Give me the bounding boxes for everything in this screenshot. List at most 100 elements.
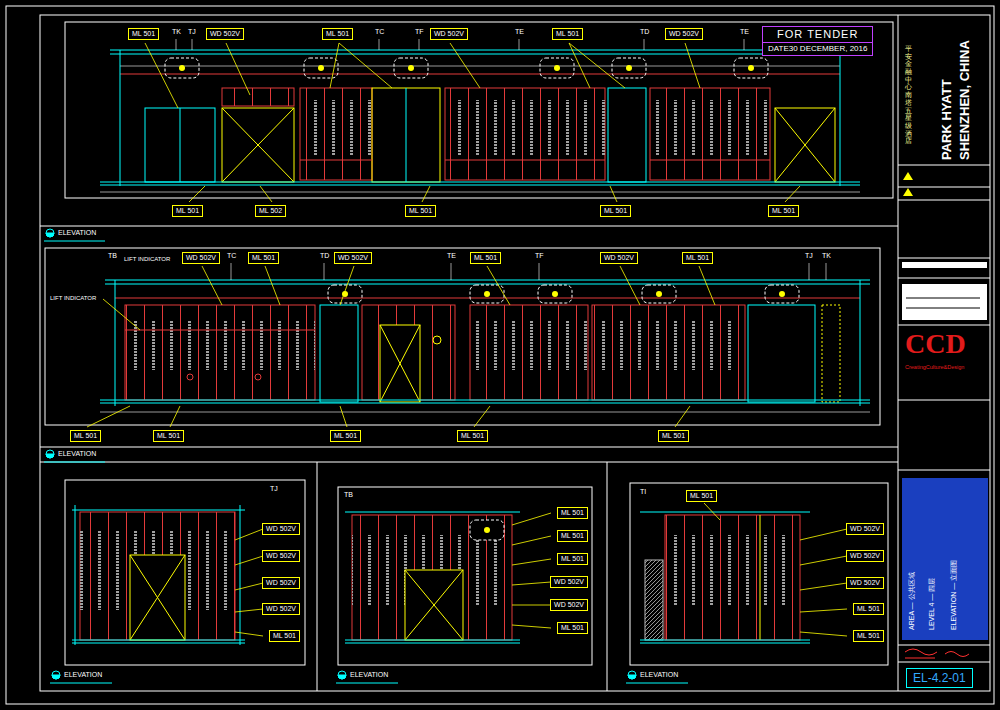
material-tag: WD 502V (846, 550, 884, 562)
grid-tag: TB (108, 252, 117, 260)
material-tag: WD 502V (334, 252, 372, 264)
elevation-1-drawing (100, 50, 860, 192)
bottom-elevations-drawing (72, 505, 810, 645)
material-tag: ML 501 (322, 28, 353, 40)
material-code: ML 502 (259, 207, 282, 215)
device-note: LIFT INDICATOR (124, 256, 170, 263)
material-tag: WD 502V (206, 28, 244, 40)
tender-date: DATE30 DECEMBER, 2016 (763, 43, 872, 55)
grid-tag: TC (375, 28, 384, 36)
material-code: WD 502V (266, 579, 296, 587)
material-tag: ML 501 (269, 630, 300, 642)
material-tag: WD 502V (600, 252, 638, 264)
tender-stamp: FOR TENDERDATE30 DECEMBER, 2016 (762, 26, 873, 56)
material-tag: ML 501 (557, 622, 588, 634)
grid-tag: TJ (270, 485, 278, 493)
material-code: ML 501 (857, 605, 880, 613)
material-code: ML 501 (461, 432, 484, 440)
material-code: WD 502V (338, 254, 368, 262)
project-name: SHENZHEN, CHINA (958, 40, 972, 160)
project-name: PARK HYATT (940, 79, 954, 160)
material-code: ML 501 (157, 432, 180, 440)
title-field: LEVEL 4 — 四层 (928, 578, 936, 630)
material-tag: ML 501 (600, 205, 631, 217)
grid-tag: TE (515, 28, 524, 36)
grid-tag: TK (822, 252, 831, 260)
material-code: WD 502V (266, 552, 296, 560)
material-tag: WD 502V (262, 523, 300, 535)
material-code: ML 501 (604, 207, 627, 215)
material-tag: ML 501 (686, 490, 717, 502)
grid-tag: TD (640, 28, 649, 36)
material-code: WD 502V (266, 525, 296, 533)
material-code: ML 501 (662, 432, 685, 440)
tender-title: FOR TENDER (763, 27, 872, 43)
grid-tag: TF (415, 28, 424, 36)
material-code: WD 502V (554, 601, 584, 609)
material-tag: ML 501 (557, 507, 588, 519)
elevation-markers (44, 229, 688, 683)
material-tag: ML 501 (853, 603, 884, 615)
grid-tag: TD (320, 252, 329, 260)
sheet-number: EL-4.2-01 (913, 671, 966, 685)
grid-tag: TJ (805, 252, 813, 260)
title-field: AREA — 公共区域 (908, 572, 916, 630)
material-code: ML 501 (772, 207, 795, 215)
material-tag: ML 501 (70, 430, 101, 442)
material-code: WD 502V (434, 30, 464, 38)
material-code: ML 501 (334, 432, 357, 440)
view-title: ELEVATION (350, 671, 388, 679)
material-tag: WD 502V (262, 603, 300, 615)
material-tag: ML 501 (457, 430, 488, 442)
leader-lines (87, 43, 847, 636)
title-block-graphics (902, 172, 988, 658)
grid-tag: TK (172, 28, 181, 36)
material-tag: ML 501 (470, 252, 501, 264)
grid-tag: TE (447, 252, 456, 260)
material-tag: WD 502V (262, 550, 300, 562)
material-tag: ML 501 (557, 530, 588, 542)
material-tag: ML 501 (658, 430, 689, 442)
material-code: ML 501 (686, 254, 709, 262)
material-code: ML 501 (561, 624, 584, 632)
material-tag: WD 502V (665, 28, 703, 40)
material-code: WD 502V (850, 579, 880, 587)
material-code: WD 502V (669, 30, 699, 38)
sheet-number-box: EL-4.2-01 (906, 668, 973, 688)
material-tag: ML 501 (557, 553, 588, 565)
material-tag: WD 502V (182, 252, 220, 264)
view-title: ELEVATION (640, 671, 678, 679)
material-code: WD 502V (186, 254, 216, 262)
material-code: ML 501 (132, 30, 155, 38)
material-tag: ML 501 (405, 205, 436, 217)
firm-logo: CCD (905, 330, 966, 358)
material-code: ML 501 (74, 432, 97, 440)
project-name-cn: 平安金融中心南塔五星级酒店 (905, 45, 912, 145)
view-title: ELEVATION (58, 229, 96, 237)
material-code: ML 501 (690, 492, 713, 500)
sheet-frame (6, 6, 994, 704)
grid-tag: TI (640, 488, 646, 496)
material-tag: ML 501 (153, 430, 184, 442)
material-tag: WD 502V (262, 577, 300, 589)
grid-tag: TJ (188, 28, 196, 36)
material-tag: WD 502V (550, 599, 588, 611)
material-code: WD 502V (554, 578, 584, 586)
material-tag: ML 501 (552, 28, 583, 40)
material-tag: WD 502V (846, 577, 884, 589)
material-tag: ML 501 (682, 252, 713, 264)
material-tag: ML 501 (172, 205, 203, 217)
material-tag: ML 501 (248, 252, 279, 264)
material-code: WD 502V (850, 552, 880, 560)
material-tag: ML 502 (255, 205, 286, 217)
grid-lines (176, 39, 826, 280)
grid-tag: TF (535, 252, 544, 260)
title-field: ELEVATION — 立面图 (950, 560, 958, 630)
material-code: WD 502V (850, 525, 880, 533)
firm-slogan: CreatingCulture&Design (905, 364, 964, 370)
material-tag: ML 501 (128, 28, 159, 40)
material-code: WD 502V (604, 254, 634, 262)
material-code: ML 501 (273, 632, 296, 640)
material-code: ML 501 (556, 30, 579, 38)
